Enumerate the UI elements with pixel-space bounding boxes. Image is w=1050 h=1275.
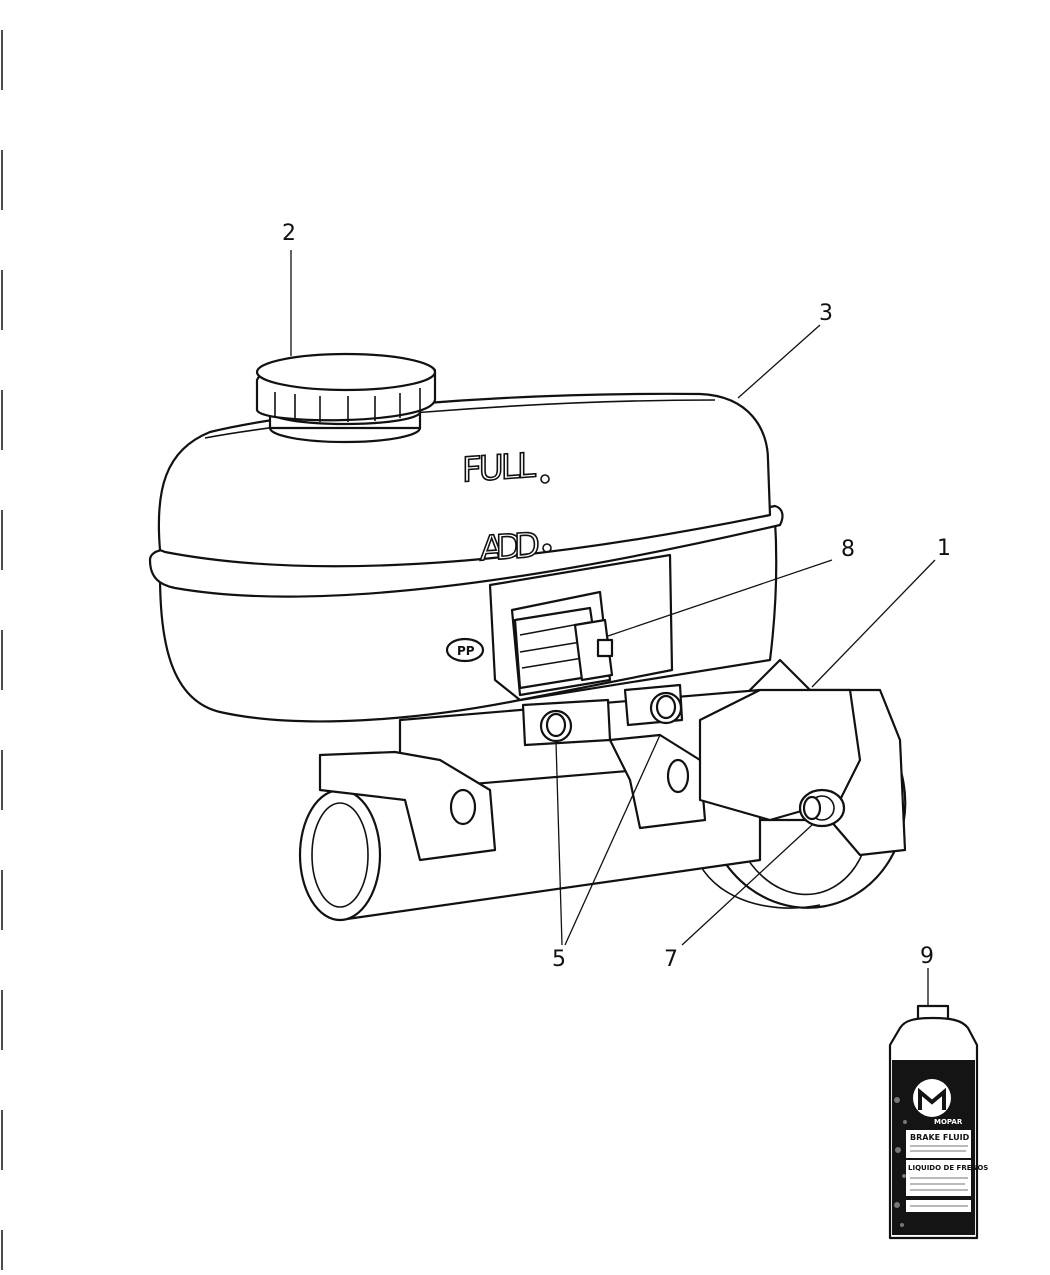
master-cylinder-body xyxy=(298,658,907,922)
callout-1: 1 xyxy=(937,536,951,561)
callout-numbers: 2 3 8 1 5 7 9 xyxy=(282,221,951,972)
reservoir-cap xyxy=(255,352,437,422)
reservoir-full-mark: FULL xyxy=(462,446,536,491)
callout-9: 9 xyxy=(920,944,934,969)
bottle-brand: MOPAR xyxy=(934,1118,963,1126)
bottle-label-en: BRAKE FLUID xyxy=(910,1133,970,1142)
brake-fluid-bottle: MOPAR BRAKE FLUID LIQUIDO DE FRENOS xyxy=(888,1004,988,1240)
callout-8: 8 xyxy=(841,537,855,562)
leader-lines xyxy=(290,250,936,1006)
callout-3: 3 xyxy=(819,301,833,326)
reservoir-add-mark: ADD xyxy=(480,525,540,569)
mounting-bolts xyxy=(521,683,684,747)
fluid-reservoir: FULL ADD PP xyxy=(148,352,784,723)
level-sensor xyxy=(510,590,614,697)
callout-5: 5 xyxy=(552,947,566,972)
callout-2: 2 xyxy=(282,221,296,246)
bottle-label-es: LIQUIDO DE FRENOS xyxy=(908,1164,988,1172)
material-mark: PP xyxy=(457,644,475,658)
callout-7: 7 xyxy=(664,947,678,972)
